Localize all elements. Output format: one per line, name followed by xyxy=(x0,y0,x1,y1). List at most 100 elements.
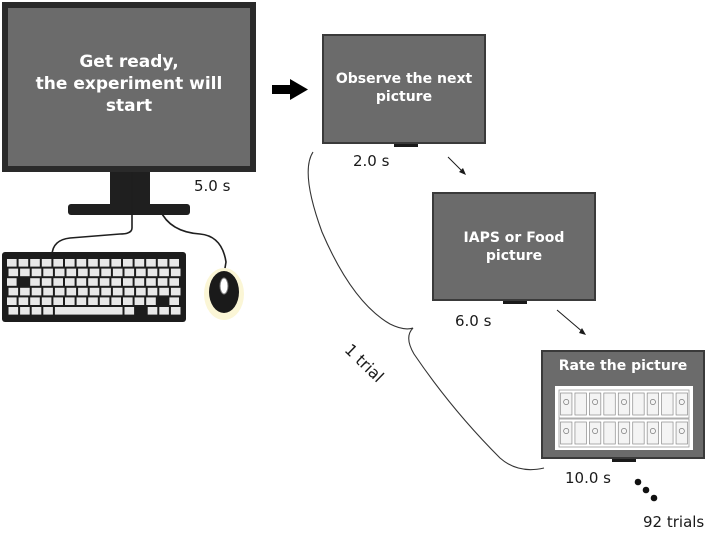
keyboard-key xyxy=(41,297,52,305)
sam-figure-icon xyxy=(649,399,656,405)
keyboard-key xyxy=(43,268,53,277)
step-2-line2: picture xyxy=(485,247,543,264)
keyboard-key xyxy=(20,268,30,277)
keyboard-spacebar xyxy=(54,307,123,315)
keyboard-key xyxy=(20,287,30,296)
step-1-text: Observe the next picture xyxy=(324,71,484,107)
rating-option xyxy=(617,421,631,445)
keyboard-key xyxy=(8,307,19,315)
keyboard-key xyxy=(134,259,145,267)
keyboard-key xyxy=(8,287,19,296)
sam-figure-icon xyxy=(592,428,599,434)
rating-option xyxy=(589,392,602,416)
sam-figure-icon xyxy=(649,428,656,434)
step-1-duration: 2.0 s xyxy=(353,152,390,170)
keyboard-key xyxy=(20,307,30,315)
step-1-line1: Observe the next xyxy=(335,71,473,87)
keyboard-key xyxy=(146,278,156,286)
keyboard-key xyxy=(41,259,52,267)
step-3-duration: 10.0 s xyxy=(565,469,611,487)
keyboard-key xyxy=(31,268,42,277)
keyboard-key xyxy=(54,268,65,277)
main-monitor-text: Get ready, the experiment will start xyxy=(8,52,250,117)
rating-option xyxy=(646,421,659,445)
keyboard-key xyxy=(30,278,40,286)
keyboard-key xyxy=(41,278,52,286)
rating-option xyxy=(675,392,688,416)
mouse-cable xyxy=(159,209,227,275)
step-1-monitor xyxy=(322,34,486,147)
keyboard-key xyxy=(88,278,98,286)
keyboard-key xyxy=(54,287,65,296)
keyboard-key xyxy=(65,297,75,305)
rating-option xyxy=(603,421,616,445)
keyboard-key xyxy=(123,297,133,305)
keyboard-key xyxy=(43,287,53,296)
mouse-icon xyxy=(204,268,244,320)
step-2-duration: 6.0 s xyxy=(455,312,492,330)
keyboard-key xyxy=(147,268,158,277)
rating-option xyxy=(560,421,573,445)
rating-option xyxy=(574,392,587,416)
step-2-line1: IAPS or Food xyxy=(463,230,565,246)
keyboard-key xyxy=(18,297,29,305)
keyboard-key xyxy=(18,259,29,267)
rating-option xyxy=(589,421,602,445)
keyboard-key xyxy=(78,268,88,277)
rating-option xyxy=(560,392,573,416)
keyboard-icon xyxy=(2,252,186,322)
keyboard-key xyxy=(66,287,77,296)
keyboard-key xyxy=(169,259,179,267)
keyboard-key xyxy=(159,268,169,277)
keyboard-key xyxy=(159,307,169,315)
keyboard-key xyxy=(124,287,135,296)
main-monitor-line2: the experiment will xyxy=(35,73,223,94)
keyboard-key xyxy=(89,287,100,296)
keyboard-key xyxy=(88,297,98,305)
rating-option xyxy=(661,392,674,416)
keyboard-key xyxy=(124,268,135,277)
keyboard-key xyxy=(76,259,87,267)
keyboard-key xyxy=(31,287,42,296)
keyboard-key xyxy=(159,287,169,296)
keyboard-key xyxy=(7,259,17,267)
keyboard-key xyxy=(99,297,110,305)
keyboard-key xyxy=(65,259,75,267)
keyboard-key xyxy=(101,287,111,296)
keyboard-key xyxy=(136,307,146,315)
keyboard-key xyxy=(30,297,40,305)
keyboard-key xyxy=(31,307,42,315)
keyboard-key xyxy=(112,287,123,296)
keyboard-key xyxy=(147,287,158,296)
keyboard-key xyxy=(123,278,133,286)
sam-figure-icon xyxy=(678,428,685,434)
main-duration: 5.0 s xyxy=(194,177,231,195)
keyboard-key xyxy=(53,297,63,305)
step-3-text: Rate the picture xyxy=(543,358,703,376)
keyboard-key xyxy=(99,259,110,267)
main-monitor xyxy=(2,2,256,215)
keyboard-key xyxy=(111,297,121,305)
trial-brace xyxy=(307,151,545,471)
keyboard-key xyxy=(123,259,133,267)
keyboard-key xyxy=(112,268,123,277)
sam-figure-icon xyxy=(621,428,627,434)
rating-option xyxy=(603,392,616,416)
rating-scale xyxy=(558,389,690,448)
sam-figure-icon xyxy=(592,399,599,405)
keyboard-key xyxy=(8,268,19,277)
keyboard-key xyxy=(30,259,40,267)
sam-figure-icon xyxy=(621,399,627,405)
keyboard-key xyxy=(170,268,181,277)
step-arrow-2 xyxy=(556,309,585,334)
keyboard-key xyxy=(53,278,63,286)
total-trials-label: 92 trials xyxy=(643,513,705,531)
keyboard-key xyxy=(18,278,29,286)
rating-option xyxy=(632,421,645,445)
rating-option xyxy=(675,421,688,445)
sam-figure-icon xyxy=(563,399,570,405)
keyboard-key xyxy=(78,287,88,296)
main-monitor-line3: start xyxy=(105,95,153,116)
keyboard-key xyxy=(111,278,121,286)
rating-option xyxy=(646,392,659,416)
